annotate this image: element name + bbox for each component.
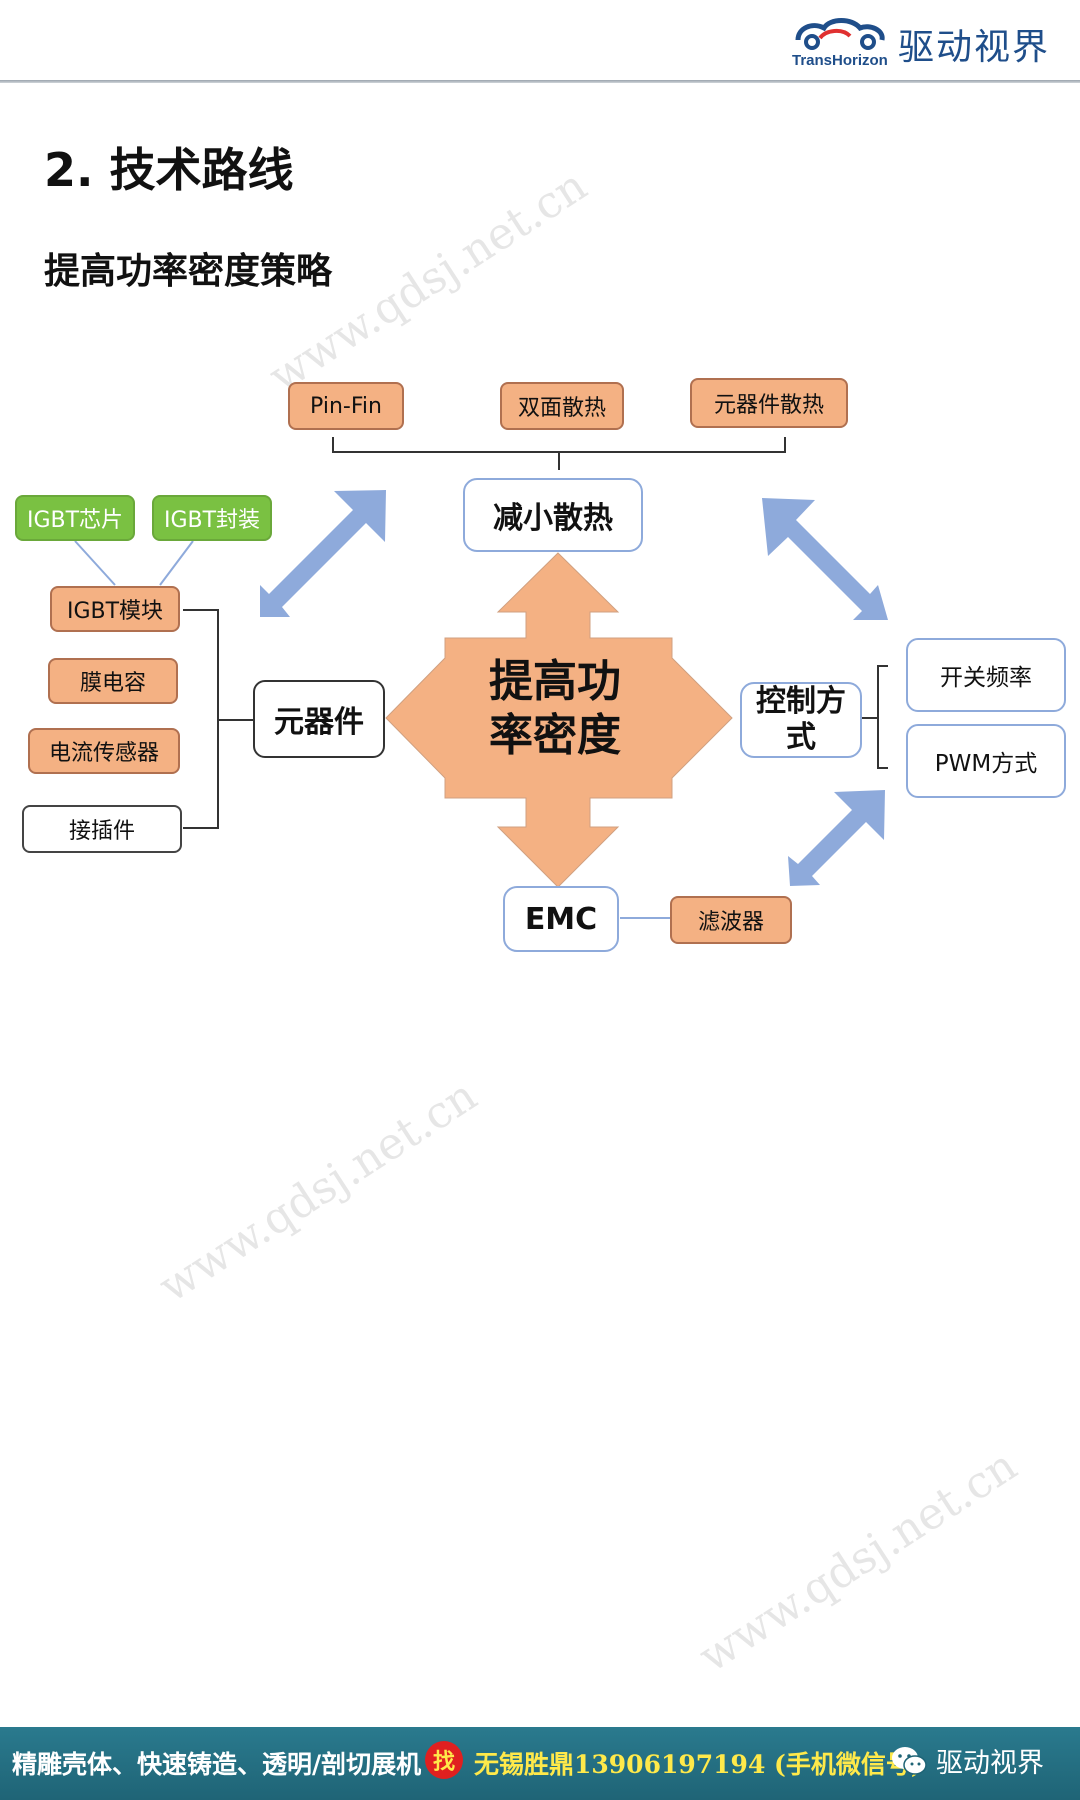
left-item-current-sensor: 电流传感器 <box>28 728 180 774</box>
top-item-double-side-cooling: 双面散热 <box>500 382 624 430</box>
igbt-package: IGBT封装 <box>152 495 272 541</box>
top-item-pin-fin: Pin-Fin <box>288 382 404 430</box>
bottom-item-filter: 滤波器 <box>670 896 792 944</box>
footer-wechat-name: 驱动视界 <box>936 1748 1044 1779</box>
center-line-1: 提高功 <box>489 656 621 707</box>
blue-double-arrow <box>260 490 888 886</box>
main-node-emc: EMC <box>503 886 619 952</box>
top-item-component-cooling: 元器件散热 <box>690 378 848 428</box>
cloud-car-logo-icon <box>795 18 885 50</box>
main-node-control-method: 控制方 式 <box>740 682 862 758</box>
brand-name-en: TransHorizon <box>792 52 888 69</box>
left-item-igbt-module: IGBT模块 <box>50 586 180 632</box>
main-node-components: 元器件 <box>253 680 385 758</box>
left-item-connector: 接插件 <box>22 805 182 853</box>
section-title: 2. 技术路线 <box>44 143 294 197</box>
footer-find-badge: 找 <box>425 1741 463 1779</box>
right-item-pwm-method: PWM方式 <box>906 724 1066 798</box>
control-method-line-1: 控制方 <box>756 684 846 719</box>
footer-wechat: 驱动视界 <box>890 1741 1044 1780</box>
left-bracket <box>183 609 253 829</box>
footer-contact-text: 无锡胜鼎13906197194 (手机微信号) <box>474 1750 923 1779</box>
watermark: www.qdsj.net.cn <box>150 1069 486 1313</box>
left-item-film-capacitor: 膜电容 <box>48 658 178 704</box>
igbt-chip: IGBT芯片 <box>15 495 135 541</box>
header-divider <box>0 80 1080 83</box>
center-line-2: 率密度 <box>489 710 621 761</box>
brand-name-cn: 驱动视界 <box>898 27 1051 68</box>
right-item-switching-frequency: 开关频率 <box>906 638 1066 712</box>
top-bracket <box>332 437 786 470</box>
power-density-diagram: Pin-Fin 双面散热 元器件散热 减小散热 IGBT芯片 IGBT封装 IG… <box>15 378 1066 952</box>
main-node-reduce-heat: 减小散热 <box>463 478 643 552</box>
control-method-line-2: 式 <box>786 720 816 755</box>
diagram-connectors <box>74 437 888 919</box>
watermark: www.qdsj.net.cn <box>690 1439 1026 1683</box>
wechat-icon <box>892 1746 927 1775</box>
subtitle: 提高功率密度策略 <box>44 251 333 292</box>
footer-banner: 精雕壳体、快速铸造、透明/剖切展机 找 无锡胜鼎13906197194 (手机微… <box>0 1727 1080 1800</box>
center-node-power-density: 提高功 率密度 <box>430 655 680 763</box>
right-bracket <box>862 665 888 769</box>
brand-logo: TransHorizon 驱动视界 <box>790 14 1060 74</box>
footer-services-text: 精雕壳体、快速铸造、透明/剖切展机 <box>12 1750 422 1779</box>
